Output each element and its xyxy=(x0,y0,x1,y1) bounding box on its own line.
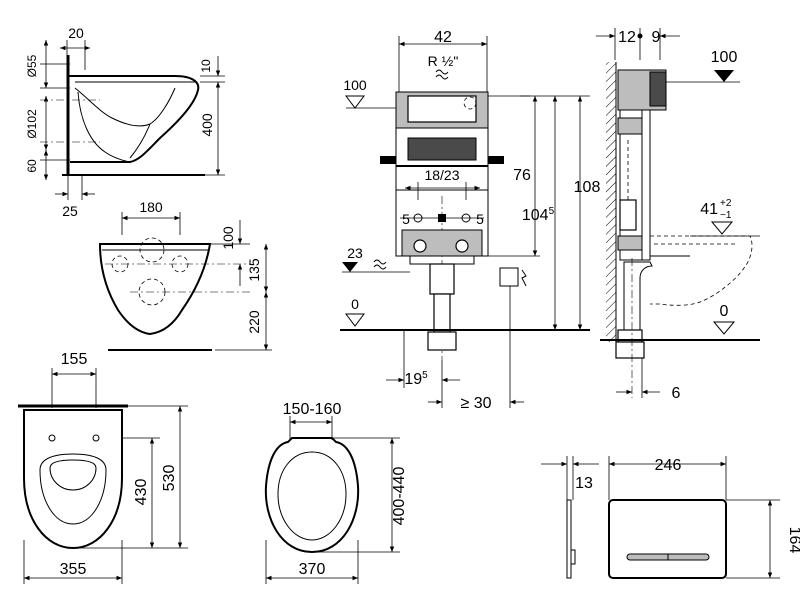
dim-section-12: 12 xyxy=(618,29,636,46)
dim-side-60: 60 xyxy=(25,159,39,173)
dim-frame-5-left: 5 xyxy=(402,211,410,227)
flush-plate-view: 13 246 164 xyxy=(541,456,800,579)
frame-section-view: 12 9 100 41 +2 −1 0 xyxy=(596,28,760,402)
dim-frame-ge30: ≥ 30 xyxy=(460,395,491,412)
dim-front-135: 135 xyxy=(246,258,262,282)
dim-frame-100: 100 xyxy=(343,77,367,93)
dim-frame-1823: 18/23 xyxy=(424,167,459,183)
dim-side-400: 400 xyxy=(199,113,215,137)
dim-top-430: 430 xyxy=(133,479,150,506)
dim-front-180: 180 xyxy=(139,199,163,215)
dim-section-100: 100 xyxy=(711,49,738,66)
dim-frame-5-right: 5 xyxy=(476,211,484,227)
dim-side-d102: Ø102 xyxy=(25,109,39,139)
dim-seat-400440: 400-440 xyxy=(391,467,408,526)
dim-plate-164: 164 xyxy=(786,527,800,554)
dim-frame-0: 0 xyxy=(351,296,359,312)
dim-frame-42: 42 xyxy=(434,29,452,46)
dim-side-d55: Ø55 xyxy=(25,54,39,77)
wc-front-view: 180 100 135 220 xyxy=(98,199,272,351)
dim-top-530: 530 xyxy=(161,465,178,492)
dim-frame-108: 108 xyxy=(574,179,601,196)
dim-frame-23: 23 xyxy=(347,245,363,261)
dim-frame-19: 195 xyxy=(404,370,428,388)
dim-section-6: 6 xyxy=(672,385,681,402)
dim-section-41-plus: +2 xyxy=(720,198,732,209)
frame-water-inlet: R ½" xyxy=(428,53,459,69)
wc-side-view: 20 Ø55 Ø102 60 10 400 25 xyxy=(25,25,225,219)
dim-side-25: 25 xyxy=(62,203,78,219)
wc-top-view: 155 430 530 355 xyxy=(18,351,188,584)
dim-section-41: 41 xyxy=(700,201,718,218)
dim-top-155: 155 xyxy=(61,351,88,368)
dim-front-220: 220 xyxy=(246,310,262,334)
dim-front-100: 100 xyxy=(220,226,236,250)
dim-section-0: 0 xyxy=(720,303,729,320)
dim-seat-370: 370 xyxy=(299,561,326,578)
seat-top-view: 150-160 400-440 370 xyxy=(264,401,408,584)
frame-front-view: 42 R ½" 18/23 5 5 xyxy=(340,29,600,412)
dim-section-9: 9 xyxy=(652,29,661,46)
dim-section-41-minus: −1 xyxy=(720,210,732,221)
dim-plate-246: 246 xyxy=(655,457,682,474)
dim-frame-104: 1045 xyxy=(522,206,555,224)
dim-side-20: 20 xyxy=(68,25,84,41)
dim-plate-13: 13 xyxy=(575,475,593,492)
dim-frame-76: 76 xyxy=(513,167,531,184)
dim-seat-150160: 150-160 xyxy=(283,401,342,418)
dim-side-10: 10 xyxy=(199,59,213,73)
dim-top-355: 355 xyxy=(60,561,87,578)
